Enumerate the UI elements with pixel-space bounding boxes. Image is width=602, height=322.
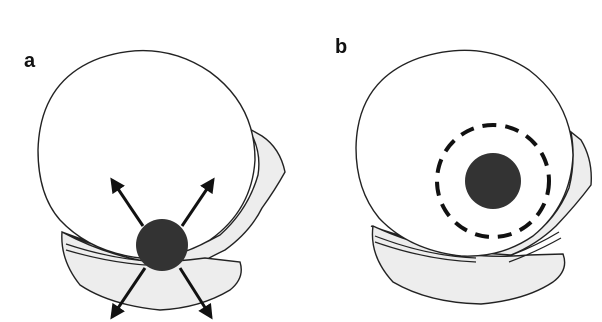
- main-sphere-b: [356, 50, 573, 256]
- dark-dot-b: [465, 153, 521, 209]
- panel-a: a: [0, 0, 301, 322]
- dark-dot-a: [136, 219, 188, 271]
- panel-b: b: [301, 0, 602, 322]
- diagram-a: [0, 0, 301, 322]
- diagram-b: [301, 0, 602, 322]
